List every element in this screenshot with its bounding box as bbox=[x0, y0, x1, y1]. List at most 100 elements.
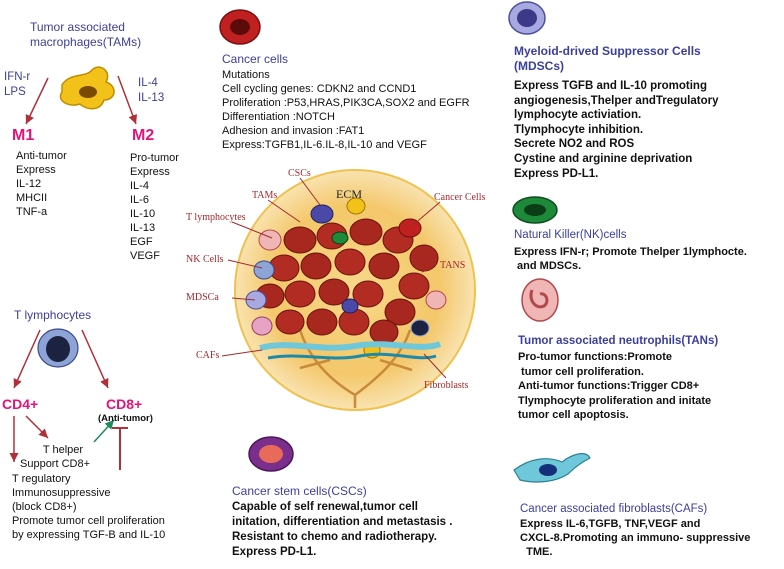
list-item: MHCII bbox=[16, 192, 48, 204]
list-item: IL-10 bbox=[130, 208, 156, 220]
mdsc-list: Express TGFB and IL-10 promoting angioge… bbox=[514, 79, 719, 181]
tams-title-line1: Tumor associated bbox=[30, 20, 125, 34]
treg-line: (block CD8+) bbox=[12, 501, 77, 513]
list-item: Resistant to chemo and radiotherapy. bbox=[232, 531, 437, 543]
tans-title: Tumor associated neutrophils(TANs) bbox=[518, 335, 719, 347]
macrophage-icon bbox=[59, 66, 115, 110]
list-item: TNF-a bbox=[16, 206, 48, 218]
arrow-to-m2 bbox=[117, 75, 138, 125]
tumor-microenvironment bbox=[234, 169, 476, 411]
list-item: IL-12 bbox=[16, 178, 42, 190]
label-pointers bbox=[221, 177, 447, 379]
tme-label-cancer-cells: Cancer Cells bbox=[434, 192, 485, 203]
m1-label: M1 bbox=[12, 127, 35, 144]
list-item: TME. bbox=[520, 546, 553, 558]
list-item: EGF bbox=[130, 236, 153, 248]
list-item: Express IFN-r; Promote Thelper 1lymphoct… bbox=[514, 246, 747, 258]
list-item: IL-6 bbox=[130, 194, 149, 206]
tams-title-line2: macrophages(TAMs) bbox=[30, 35, 142, 49]
t-lymphocyte-icon bbox=[37, 328, 79, 368]
list-item: IL-4 bbox=[130, 180, 149, 192]
mdsc-title-line1: Myeloid-drived Suppressor Cells bbox=[514, 44, 701, 58]
treg-line: T regulatory bbox=[12, 473, 71, 485]
cscs-title: Cancer stem cells(CSCs) bbox=[232, 484, 367, 498]
list-item: Express PD-L1. bbox=[232, 546, 317, 558]
tme-label-nk-cells: NK Cells bbox=[186, 254, 224, 265]
treg-line: Promote tumor cell proliferation bbox=[12, 515, 165, 527]
nk-title: Natural Killer(NK)cells bbox=[514, 229, 627, 241]
cancer-cells-list: Mutations Cell cycling genes: CDKN2 and … bbox=[222, 68, 470, 152]
list-item: Tlymphocyte inhibition. bbox=[514, 123, 644, 136]
list-item: Tlymphocyte proliferation and initate bbox=[518, 394, 712, 407]
tme-label-t-lymphocytes: T lymphocytes bbox=[186, 212, 246, 223]
tme-label-mdscs: MDSCa bbox=[186, 292, 219, 303]
list-item: Anti-tumor bbox=[16, 150, 67, 162]
mdsc-title: Myeloid-drived Suppressor Cells (MDSCs) bbox=[514, 44, 701, 74]
list-item: and MDSCs. bbox=[514, 260, 582, 272]
thelper-line: Support CD8+ bbox=[20, 458, 91, 470]
list-item: Adhesion and invasion :FAT1 bbox=[222, 125, 365, 137]
cafs-title: Cancer associated fibroblasts(CAFs) bbox=[520, 503, 708, 515]
m1-list: Anti-tumor Express IL-12 MHCII TNF-a bbox=[16, 149, 67, 219]
list-item: angiogenesis,Thelper andTregulatory bbox=[514, 94, 719, 107]
tlymph-title: T lymphocytes bbox=[14, 308, 92, 322]
tams-title: Tumor associated macrophages(TAMs) bbox=[30, 20, 141, 50]
m1-signals: IFN-r LPS bbox=[4, 70, 30, 100]
cancer-stem-cell-icon bbox=[248, 436, 294, 472]
list-item: Differentiation :NOTCH bbox=[222, 111, 335, 123]
treg-line: Immunosuppressive bbox=[12, 487, 111, 499]
tme-label-cafs: CAFs bbox=[196, 350, 219, 361]
list-item: tumor cell proliferation. bbox=[518, 365, 644, 378]
list-item: Express bbox=[16, 164, 56, 176]
treg-text: T regulatory Immunosuppressive (block CD… bbox=[12, 472, 165, 542]
list-item: Express:TGFB1,IL-6.IL-8,IL-10 and VEGF bbox=[222, 139, 427, 151]
tme-label-tams: TAMs bbox=[252, 190, 277, 201]
list-item: Pro-tumor bbox=[130, 152, 179, 164]
cd8-note: (Anti-tumor) bbox=[98, 413, 153, 424]
m2-list: Pro-tumor Express IL-4 IL-6 IL-10 IL-13 … bbox=[130, 151, 179, 263]
list-item: Mutations bbox=[222, 69, 270, 81]
tme-label-tans: TANS bbox=[440, 260, 465, 271]
list-item: Cell cycling genes: CDKN2 and CCND1 bbox=[222, 83, 417, 95]
neutrophil-icon bbox=[521, 278, 559, 322]
list-item: Express TGFB and IL-10 promoting bbox=[514, 80, 707, 92]
thelper-text: T helper Support CD8+ bbox=[20, 443, 90, 471]
m2-signals: IL-4 IL-13 bbox=[138, 76, 164, 106]
inhibition-bar bbox=[112, 427, 128, 470]
tme-label-fibroblasts: Fibroblasts bbox=[424, 380, 469, 391]
list-item: Pro-tumor functions:Promote bbox=[518, 351, 672, 363]
thelper-line: T helper bbox=[42, 444, 84, 456]
cafs-list: Express IL-6,TGFB, TNF,VEGF and CXCL-8.P… bbox=[520, 517, 750, 559]
signal-il13: IL-13 bbox=[138, 92, 165, 104]
tans-list: Pro-tumor functions:Promote tumor cell p… bbox=[518, 350, 711, 423]
signal-lps: LPS bbox=[4, 86, 26, 98]
arrow-to-cd8 bbox=[81, 329, 109, 389]
list-item: lymphocyte activiation. bbox=[514, 109, 642, 122]
mdsc-icon bbox=[508, 1, 546, 35]
list-item: CXCL-8.Promoting an immuno- suppressive bbox=[520, 532, 751, 544]
treg-line: by expressing TGF-B and IL-10 bbox=[12, 529, 166, 541]
cd4-label: CD4+ bbox=[2, 396, 39, 412]
list-item: initation, differentiation and metastasi… bbox=[232, 516, 453, 528]
ecm-label: ECM bbox=[336, 187, 362, 201]
arrow-to-thelper bbox=[25, 415, 49, 439]
mdsc-title-line2: (MDSCs) bbox=[514, 59, 564, 73]
fibroblast-icon bbox=[513, 453, 591, 483]
arrow-to-cd4 bbox=[13, 329, 41, 389]
tme-label-cscs: CSCs bbox=[288, 168, 311, 179]
cancer-cells-title: Cancer cells bbox=[222, 52, 289, 66]
cancer-cell-icon bbox=[219, 9, 261, 45]
cd8-label: CD8+ bbox=[106, 396, 143, 412]
list-item: Express IL-6,TGFB, TNF,VEGF and bbox=[520, 518, 701, 530]
list-item: Secrete NO2 and ROS bbox=[514, 138, 635, 151]
m2-label: M2 bbox=[132, 127, 155, 144]
nk-list: Express IFN-r; Promote Thelper 1lymphoct… bbox=[514, 245, 747, 273]
list-item: Express bbox=[130, 166, 170, 178]
list-item: Anti-tumor functions:Trigger CD8+ bbox=[518, 380, 700, 393]
nk-cell-icon bbox=[512, 196, 558, 224]
list-item: Proliferation :P53,HRAS,PIK3CA,SOX2 and … bbox=[222, 97, 470, 109]
signal-ifn-r: IFN-r bbox=[4, 71, 31, 83]
list-item: VEGF bbox=[130, 250, 160, 262]
signal-il4: IL-4 bbox=[138, 77, 158, 89]
